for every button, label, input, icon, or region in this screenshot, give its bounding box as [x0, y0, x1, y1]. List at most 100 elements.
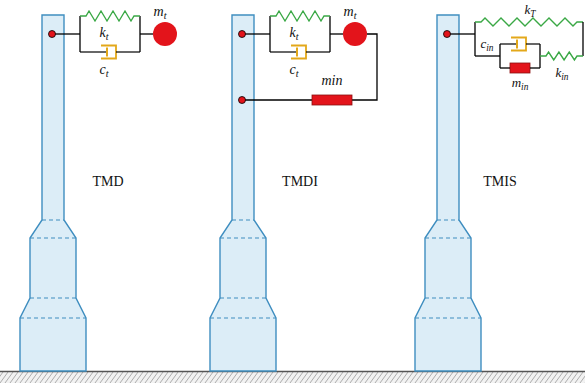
tower-body [20, 15, 86, 371]
symbol-subscript: t [164, 10, 167, 21]
ground-hatch [230, 372, 238, 383]
ground-hatch [60, 372, 68, 383]
tower-joint [30, 297, 76, 298]
ground-hatch [245, 372, 253, 383]
symbol-subscript: T [530, 9, 535, 19]
parameter-label: ct [99, 63, 108, 77]
parameter-label: mt [344, 5, 357, 19]
damper-rod [80, 51, 107, 52]
ground-line [0, 371, 585, 373]
ground-hatch [555, 372, 563, 383]
ground-hatch [465, 372, 473, 383]
device-name: TMDI [282, 175, 318, 189]
spring-symbol [475, 18, 583, 26]
ground-hatch [550, 372, 558, 383]
ground-hatch [100, 372, 108, 383]
tower-joint [220, 297, 266, 298]
ground-hatch [225, 372, 233, 383]
ground-hatch [405, 372, 413, 383]
symbol-letter: k [555, 65, 561, 80]
tower-body [415, 15, 481, 371]
ground-hatch [65, 372, 73, 383]
ground-hatch [430, 372, 438, 383]
ground-hatch [540, 372, 548, 383]
ground-hatch [290, 372, 298, 383]
ground-hatch [395, 372, 403, 383]
ground-hatch [250, 372, 258, 383]
ground-hatch [300, 372, 308, 383]
parameter-label: ct [289, 63, 298, 77]
ground-hatch [560, 372, 568, 383]
tower-joint [210, 317, 276, 318]
damper-cup [101, 46, 116, 59]
ground-hatch [340, 372, 348, 383]
symbol-letter: k [289, 25, 295, 40]
parameter-label: kt [289, 26, 298, 40]
symbol-subscript: in [486, 43, 493, 53]
tower-joint [42, 219, 64, 220]
symbol-subscript: t [296, 68, 299, 79]
ground-hatch [55, 372, 63, 383]
inerter-symbol [510, 63, 530, 73]
tower-joint [30, 237, 76, 238]
parameter-label: kin [555, 66, 568, 79]
ground-hatch [165, 372, 173, 383]
tower-joint [425, 297, 471, 298]
ground-hatch [70, 372, 78, 383]
ground-hatch [80, 372, 88, 383]
ground-hatch [40, 372, 48, 383]
ground-hatch [375, 372, 383, 383]
spring-symbol [270, 11, 330, 21]
ground-hatch [115, 372, 123, 383]
ground-hatch [20, 372, 28, 383]
ground-hatch [105, 372, 113, 383]
symbol-subscript: in [561, 72, 568, 82]
symbol-letter: k [525, 2, 531, 17]
ground-hatch [30, 372, 38, 383]
ground-hatch [505, 372, 513, 383]
ground-hatch [190, 372, 198, 383]
symbol-letter: min [322, 73, 343, 88]
ground-hatch [370, 372, 378, 383]
ground-hatch [440, 372, 448, 383]
ground-hatch [500, 372, 508, 383]
tower-joint [425, 237, 471, 238]
ground-hatch [155, 372, 163, 383]
ground-hatch [425, 372, 433, 383]
ground-hatch [470, 372, 478, 383]
ground-hatch [5, 372, 13, 383]
ground-hatch [285, 372, 293, 383]
ground-hatch [220, 372, 228, 383]
ground-hatch [150, 372, 158, 383]
symbol-letter: m [154, 4, 164, 19]
ground-hatch [95, 372, 103, 383]
ground-hatch [10, 372, 18, 383]
attach-point [444, 31, 451, 38]
ground-hatch [570, 372, 578, 383]
ground-hatch [170, 372, 178, 383]
tower-joint [20, 317, 86, 318]
parameter-label: min [512, 76, 529, 89]
ground-hatch [530, 372, 538, 383]
ground-hatch [240, 372, 248, 383]
damper-rod [526, 43, 540, 44]
link-line [52, 33, 80, 34]
tower-joint [232, 219, 254, 220]
ground-hatch [335, 372, 343, 383]
link-line [447, 33, 475, 34]
parameter-label: kt [99, 26, 108, 40]
symbol-letter: m [344, 4, 354, 19]
ground-hatch [345, 372, 353, 383]
link-line [269, 16, 270, 52]
tower-joint [437, 219, 459, 220]
ground-hatch [210, 372, 218, 383]
ground-hatch [200, 372, 208, 383]
ground-hatch [435, 372, 443, 383]
ground-hatch [390, 372, 398, 383]
ground-hatch [275, 372, 283, 383]
ground-hatch [45, 372, 53, 383]
ground-hatch [90, 372, 98, 383]
symbol-subscript: t [354, 10, 357, 21]
inerter-symbol [312, 95, 352, 105]
